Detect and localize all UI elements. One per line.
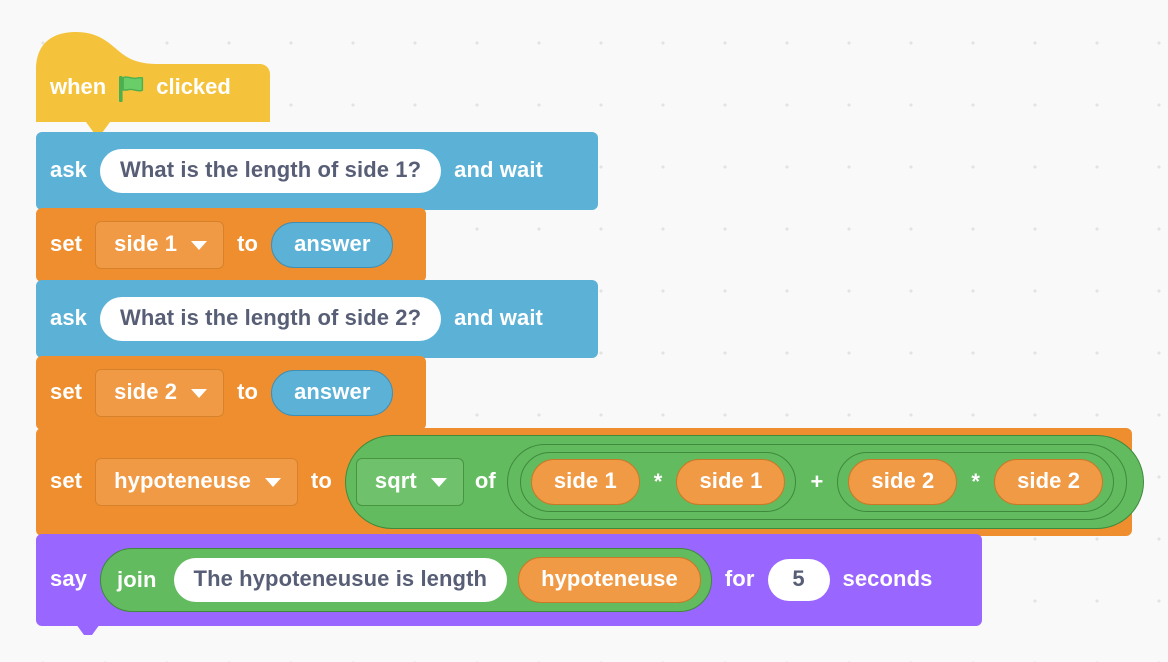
chevron-down-icon [264, 477, 281, 487]
chevron-down-icon [191, 388, 208, 398]
set-label: set [50, 379, 83, 404]
multiply-symbol: * [971, 469, 981, 494]
block-say-for-seconds[interactable]: say join The hypoteneusue is length hypo… [36, 534, 982, 626]
block-operator-multiply-right[interactable]: side 2 * side 2 [837, 452, 1115, 512]
reporter-answer-2[interactable]: answer [271, 370, 394, 416]
for-label: for [724, 566, 755, 591]
seconds-input[interactable]: 5 [767, 559, 830, 601]
block-set-variable-2[interactable]: set side 2 to answer [36, 356, 426, 430]
block-when-flag-clicked[interactable]: when clicked [36, 30, 270, 134]
math-function-dropdown[interactable]: sqrt [355, 458, 464, 506]
join-text-input[interactable]: The hypoteneusue is length [173, 558, 508, 602]
variable-dropdown-label: side 1 [114, 231, 178, 256]
block-math-function-of[interactable]: sqrt of side 1 * side 1 + side 2 * sid [344, 435, 1145, 529]
join-label: join [117, 567, 157, 592]
to-label: to [237, 231, 259, 256]
block-operator-add[interactable]: side 1 * side 1 + side 2 * side 2 [506, 444, 1128, 520]
variable-dropdown-side2[interactable]: side 2 [95, 369, 225, 417]
block-ask-and-wait-1[interactable]: ask What is the length of side 1? and wa… [36, 132, 598, 210]
add-symbol: + [810, 469, 824, 494]
reporter-side1-b[interactable]: side 1 [676, 459, 786, 505]
variable-dropdown-label: side 2 [114, 379, 178, 404]
say-label: say [50, 566, 88, 591]
chevron-down-icon [430, 477, 447, 487]
hat-block-shape [36, 32, 270, 133]
script-stack[interactable]: when clicked ask What is the length of s… [36, 30, 1145, 626]
to-label: to [237, 379, 259, 404]
of-label: of [474, 468, 496, 493]
ask-label: ask [50, 157, 88, 182]
ask-question-input-2[interactable]: What is the length of side 2? [100, 297, 442, 341]
reporter-side1-a[interactable]: side 1 [530, 459, 640, 505]
block-operator-multiply-left[interactable]: side 1 * side 1 [519, 452, 797, 512]
reporter-hypoteneuse[interactable]: hypoteneuse [518, 557, 701, 603]
set-label: set [50, 468, 83, 493]
block-set-variable-hypoteneuse[interactable]: set hypoteneuse to sqrt of side 1 * [36, 428, 1145, 536]
block-set-variable-1[interactable]: set side 1 to answer [36, 208, 426, 282]
multiply-symbol: * [653, 469, 663, 494]
variable-dropdown-label: hypoteneuse [114, 468, 251, 493]
block-ask-and-wait-2[interactable]: ask What is the length of side 2? and wa… [36, 280, 598, 358]
and-wait-label: and wait [454, 305, 543, 330]
and-wait-label: and wait [454, 157, 543, 182]
to-label: to [310, 468, 332, 493]
chevron-down-icon [191, 240, 208, 250]
variable-dropdown-side1[interactable]: side 1 [95, 221, 225, 269]
block-operator-join[interactable]: join The hypoteneusue is length hypotene… [100, 548, 712, 612]
set-label: set [50, 231, 83, 256]
clicked-label: clicked [156, 74, 231, 99]
seconds-label: seconds [842, 566, 933, 591]
hat-content: when clicked [50, 74, 231, 102]
reporter-side2-a[interactable]: side 2 [848, 459, 958, 505]
when-label: when [50, 74, 107, 99]
variable-dropdown-hypoteneuse[interactable]: hypoteneuse [95, 458, 298, 506]
reporter-answer-1[interactable]: answer [271, 222, 394, 268]
ask-label: ask [50, 305, 88, 330]
math-function-label: sqrt [374, 468, 417, 493]
ask-question-input-1[interactable]: What is the length of side 1? [100, 149, 442, 193]
green-flag-icon [118, 75, 144, 103]
reporter-side2-b[interactable]: side 2 [994, 459, 1104, 505]
